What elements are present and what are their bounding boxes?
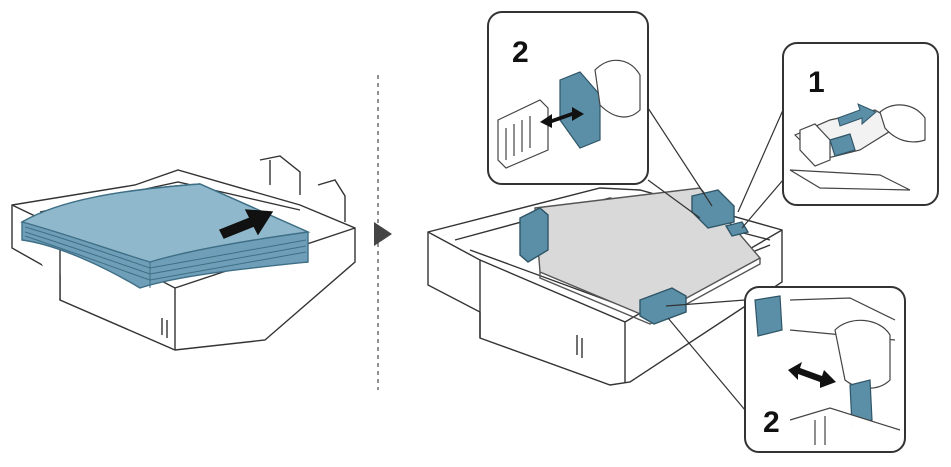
callout-top-right-step-number: 1 xyxy=(808,66,825,99)
callout-bottom-right-step-number: 2 xyxy=(763,406,780,439)
left-tray-illustration xyxy=(11,155,356,351)
next-step-chevron-icon xyxy=(374,222,392,246)
loaded-paper-edge xyxy=(539,258,761,325)
callout-bottom-right-detail xyxy=(754,295,901,445)
side-guide-tab xyxy=(724,221,750,237)
callout-top-left: 2 xyxy=(487,11,649,185)
callout-leader-lines xyxy=(647,107,784,411)
slide-arrow-icon xyxy=(837,103,877,127)
front-width-guide xyxy=(639,287,687,325)
callout-bottom-right: 2 xyxy=(744,286,906,453)
double-arrow-icon xyxy=(540,107,584,128)
paper-stack-top xyxy=(20,183,311,263)
callout-top-left-detail xyxy=(497,59,641,169)
paper-stack-edges xyxy=(24,226,307,288)
right-tray-illustration xyxy=(427,187,783,386)
push-arrow-icon xyxy=(219,209,274,239)
callout-top-left-step-number: 2 xyxy=(512,36,529,69)
left-tray-back-wall xyxy=(39,155,346,222)
right-tray-slot xyxy=(576,335,583,358)
double-arrow-icon xyxy=(788,362,836,388)
callout-top-right-detail xyxy=(789,104,926,191)
left-width-guide xyxy=(519,207,549,263)
callout-top-right: 1 xyxy=(782,42,939,206)
left-tray-slot xyxy=(161,318,168,338)
